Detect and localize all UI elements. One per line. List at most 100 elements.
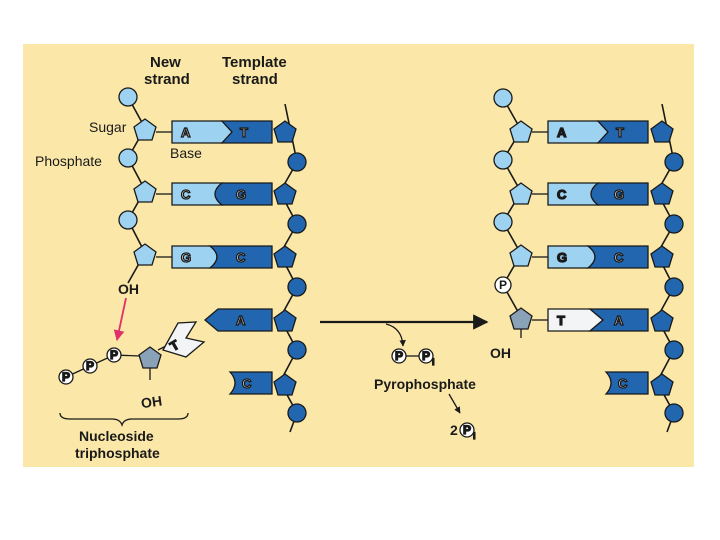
sugar-pentagon: [509, 120, 533, 143]
phosphate-circle: [287, 214, 307, 234]
phosphate-circle: [664, 403, 684, 423]
phosphate-circle: [118, 87, 138, 107]
base-letter: G: [557, 250, 567, 265]
phosphate-circle: [82, 358, 98, 374]
phosphate-circle: [493, 150, 513, 170]
sugar-pentagon: [273, 373, 297, 396]
sugar-pentagon: [133, 118, 157, 141]
left-template-strand: [273, 120, 307, 423]
left-base-pair-2: C G: [156, 182, 273, 206]
two-coefficient: 2: [450, 422, 458, 438]
nucleoside-triphosphate-label: Nucleoside: [79, 428, 154, 444]
left-base-pair-3: G C: [156, 245, 273, 269]
left-base-pair-1: A T: [156, 120, 273, 144]
phosphate-circle: [664, 152, 684, 172]
left-template-base-4: A: [203, 308, 273, 332]
right-base-pair-2: C G: [532, 182, 649, 206]
phosphate-circle: [287, 277, 307, 297]
sugar-pentagon: [650, 245, 674, 268]
base-letter: C: [614, 250, 624, 265]
phosphate-circle: [106, 347, 122, 363]
phosphate-letter: P: [395, 349, 403, 363]
sugar-pentagon: [650, 373, 674, 396]
hydrolysis-arrow: [448, 393, 461, 414]
right-base-pair-3: G C: [532, 245, 649, 269]
oh-label: OH: [118, 281, 139, 297]
right-template-base-5: C: [604, 371, 649, 395]
bond-arrow: [113, 297, 127, 342]
base-letter: C: [557, 187, 567, 202]
phosphate-letter: P: [499, 278, 507, 292]
nucleoside-triphosphate-label: triphosphate: [75, 445, 160, 461]
nucleoside-brace: [59, 412, 189, 428]
sugar-pentagon: [133, 180, 157, 203]
base-letter: G: [236, 187, 246, 202]
base-letter: T: [616, 125, 624, 140]
sugar-pentagon: [273, 309, 297, 332]
sugar-pentagon: [650, 182, 674, 205]
phosphate-circle: [494, 276, 512, 294]
phosphate-circle: [664, 214, 684, 234]
right-base-pair-1: A T: [532, 120, 649, 144]
template-strand-label: Template: [222, 54, 287, 71]
oh-label: OH: [140, 392, 163, 411]
base-letter: A: [181, 125, 191, 140]
sugar-pentagon: [509, 182, 533, 205]
phosphate-letter: P: [110, 348, 118, 362]
phosphate-circle: [664, 340, 684, 360]
subscript-i: i: [432, 357, 435, 367]
phosphate-label: Phosphate: [35, 153, 102, 169]
phosphate-circle: [493, 212, 513, 232]
base-letter: C: [242, 376, 252, 391]
base-letter: A: [236, 313, 246, 328]
left-template-base-5: C: [228, 371, 273, 395]
template-strand-label: strand: [232, 71, 278, 88]
sugar-pentagon: [273, 120, 297, 143]
pyrophosphate-group: P P i: [391, 348, 435, 368]
base-letter: T: [240, 125, 248, 140]
phosphate-circle: [287, 340, 307, 360]
base-letter: C: [181, 187, 191, 202]
incoming-base: [162, 321, 206, 358]
base-letter: C: [618, 376, 628, 391]
right-base-pair-4: T A: [532, 308, 649, 332]
sugar-pentagon: [650, 120, 674, 143]
phosphate-circle: [391, 348, 407, 364]
phosphate-circle: [287, 152, 307, 172]
base-label: Base: [170, 145, 202, 161]
sugar-pentagon: [133, 243, 157, 266]
phosphate-letter: P: [62, 370, 70, 384]
phosphate-circle: [58, 369, 74, 385]
phosphate-circle: [418, 348, 434, 364]
right-new-strand: [493, 88, 533, 338]
base-letter: A: [614, 313, 624, 328]
sugar-pentagon: [509, 244, 533, 267]
sugar-label: Sugar: [89, 119, 127, 135]
left-new-strand: [118, 87, 157, 266]
base-letter: G: [614, 187, 624, 202]
pyrophosphate-label: Pyrophosphate: [374, 376, 476, 392]
sugar-pentagon: [650, 309, 674, 332]
sugar-pentagon: [273, 182, 297, 205]
right-template-strand: [650, 120, 684, 423]
two-pi-group: P i: [459, 422, 476, 442]
new-strand-label: strand: [144, 71, 190, 88]
base-letter: C: [236, 250, 246, 265]
subscript-i: i: [473, 431, 476, 441]
phosphate-letter: P: [463, 423, 471, 437]
phosphate-circle: [118, 148, 138, 168]
sugar-pentagon: [273, 245, 297, 268]
phosphate-circle: [459, 422, 475, 438]
phosphate-letter: P: [422, 349, 430, 363]
phosphate-circle: [493, 88, 513, 108]
nucleoside-triphosphate: P P P T: [58, 321, 206, 385]
oh-label: OH: [490, 345, 511, 361]
release-arrow: [385, 323, 406, 347]
base-letter: T: [557, 313, 565, 328]
base-letter: A: [557, 125, 567, 140]
phosphate-circle: [664, 277, 684, 297]
phosphate-circle: [287, 403, 307, 423]
phosphate-letter: P: [86, 359, 94, 373]
new-strand-label: New: [150, 54, 181, 71]
